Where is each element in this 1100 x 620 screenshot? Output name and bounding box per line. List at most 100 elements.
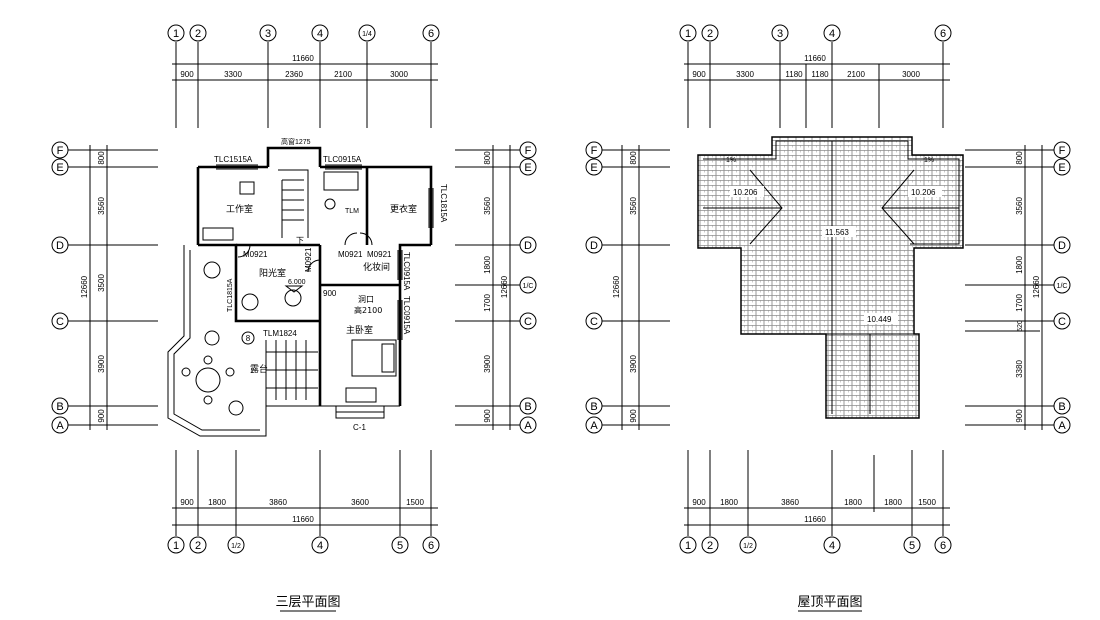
room-makeup: 化妆间 [363, 261, 390, 273]
dim: 1500 [406, 498, 424, 507]
axis-label: 2 [707, 540, 713, 552]
roof-labels: 10.206 10.206 11.563 10.449 1% 1% [726, 157, 942, 324]
right-dimensions: 800 3560 1800 1700 520 3380 900 12660 F … [965, 141, 1071, 434]
top-dimensions: 11660 900 3300 2360 2100 3000 [172, 42, 438, 128]
axis-bubble-6 [422, 536, 440, 554]
axis-label: F [57, 145, 64, 157]
dim: 2360 [285, 70, 303, 79]
axis-bubble-1-C [1053, 276, 1071, 294]
axis-bubble-6 [934, 536, 952, 554]
dim: 2100 [334, 70, 352, 79]
axis-label: B [56, 401, 63, 413]
dim: 1800 [844, 498, 862, 507]
dim: 3860 [269, 498, 287, 507]
room-sunroom: 阳光室 [259, 267, 286, 279]
room-study: 工作室 [226, 203, 253, 215]
axis-label: C [56, 316, 64, 328]
axis-bubble-3 [771, 24, 789, 42]
axis-label: F [1059, 145, 1066, 157]
axis-label: 2 [195, 540, 201, 552]
axis-bubble-1-2 [739, 536, 757, 554]
axis-bubble-2 [189, 536, 207, 554]
slope-label: 1% [726, 157, 736, 164]
dim: 3000 [902, 70, 920, 79]
dim: 1800 [720, 498, 738, 507]
dim: 1180 [811, 70, 829, 79]
dim: 1800 [208, 498, 226, 507]
left-dimensions: 12660 800 3560 3900 900 F E D C B A [585, 141, 670, 434]
dim-total: 12660 [500, 275, 509, 298]
axis-label: B [1058, 401, 1065, 413]
axis-bubble-E [1053, 158, 1071, 176]
axis-label: 6 [940, 540, 946, 552]
bottom-dimensions: 900 1800 3860 3600 1500 11660 1 2 1/2 4 … [167, 450, 440, 554]
axis-label: F [591, 145, 598, 157]
axis-label: 1/4 [362, 31, 372, 38]
top-axis-bubbles: 1 2 3 4 6 [679, 24, 952, 42]
axis-bubble-E [585, 158, 603, 176]
axis-bubble-B [585, 397, 603, 415]
axis-label: D [524, 240, 532, 252]
bottom-dimensions: 900 1800 3860 1800 1800 1500 11660 1 2 1… [679, 450, 952, 554]
dim: 900 [1015, 409, 1024, 423]
axis-label: F [525, 145, 532, 157]
opening-label: 洞口 [358, 294, 374, 304]
dim: 900 [323, 289, 337, 298]
top-dimensions: 11660 900 3300 1180 1180 2100 3000 [684, 42, 950, 128]
window-label: TLC1815A [439, 184, 448, 223]
window-label: TLC0915A [402, 252, 411, 291]
axis-bubble-1-2 [227, 536, 245, 554]
axis-bubble-4 [823, 24, 841, 42]
dim: 900 [180, 498, 194, 507]
dim: 1180 [785, 70, 803, 79]
dim: 3900 [97, 355, 106, 373]
axis-bubble-4 [311, 536, 329, 554]
axis-label: E [590, 162, 597, 174]
axis-label: 1/C [523, 283, 534, 290]
slope-label: 1% [924, 157, 934, 164]
label-bg [730, 186, 764, 197]
dim-total: 11660 [292, 515, 314, 524]
dim: 900 [483, 409, 492, 423]
dim: 1800 [1015, 256, 1024, 274]
dim: 900 [97, 409, 106, 423]
axis-bubble-F [1053, 141, 1071, 159]
dim: 3600 [351, 498, 369, 507]
axis-bubble-2 [701, 536, 719, 554]
roof-plan: 1 2 3 4 6 11660 900 3300 1180 1180 210 [585, 24, 1071, 612]
axis-label: 1 [685, 28, 691, 40]
axis-bubble-5 [391, 536, 409, 554]
elevation-label: 10.206 [911, 188, 936, 197]
dim: 3380 [1015, 360, 1024, 378]
dim: 3560 [483, 197, 492, 215]
axis-bubble-1-C [519, 276, 537, 294]
room-dressing: 更衣室 [390, 203, 417, 215]
axis-label: D [56, 240, 64, 252]
label-bg [864, 313, 898, 324]
dim-total: 12660 [1032, 275, 1041, 298]
axis-bubble-F [51, 141, 69, 159]
dim: 900 [180, 70, 194, 79]
window-label: TLC1515A [214, 155, 253, 164]
axis-bubble-4 [311, 24, 329, 42]
axis-bubble-D [51, 236, 69, 254]
axis-bubble-1 [167, 24, 185, 42]
axis-bubble-D [1053, 236, 1071, 254]
axis-label: A [524, 420, 532, 432]
elevation-label: 10.449 [867, 315, 892, 324]
axis-label: B [524, 401, 531, 413]
axis-bubble-E [51, 158, 69, 176]
axis-bubble-A [519, 416, 537, 434]
axis-label: 4 [829, 540, 835, 552]
dim: 3860 [781, 498, 799, 507]
label-bg [908, 186, 942, 197]
door-label: M0921 [304, 247, 313, 272]
dim: 3000 [390, 70, 408, 79]
window-label: C-1 [353, 423, 366, 432]
dim: 1800 [483, 256, 492, 274]
label-bg [822, 226, 856, 237]
axis-label: 1/2 [743, 543, 753, 550]
dim: 800 [483, 151, 492, 165]
axis-label: 1/2 [231, 543, 241, 550]
section-mark-label: 8 [246, 334, 251, 343]
